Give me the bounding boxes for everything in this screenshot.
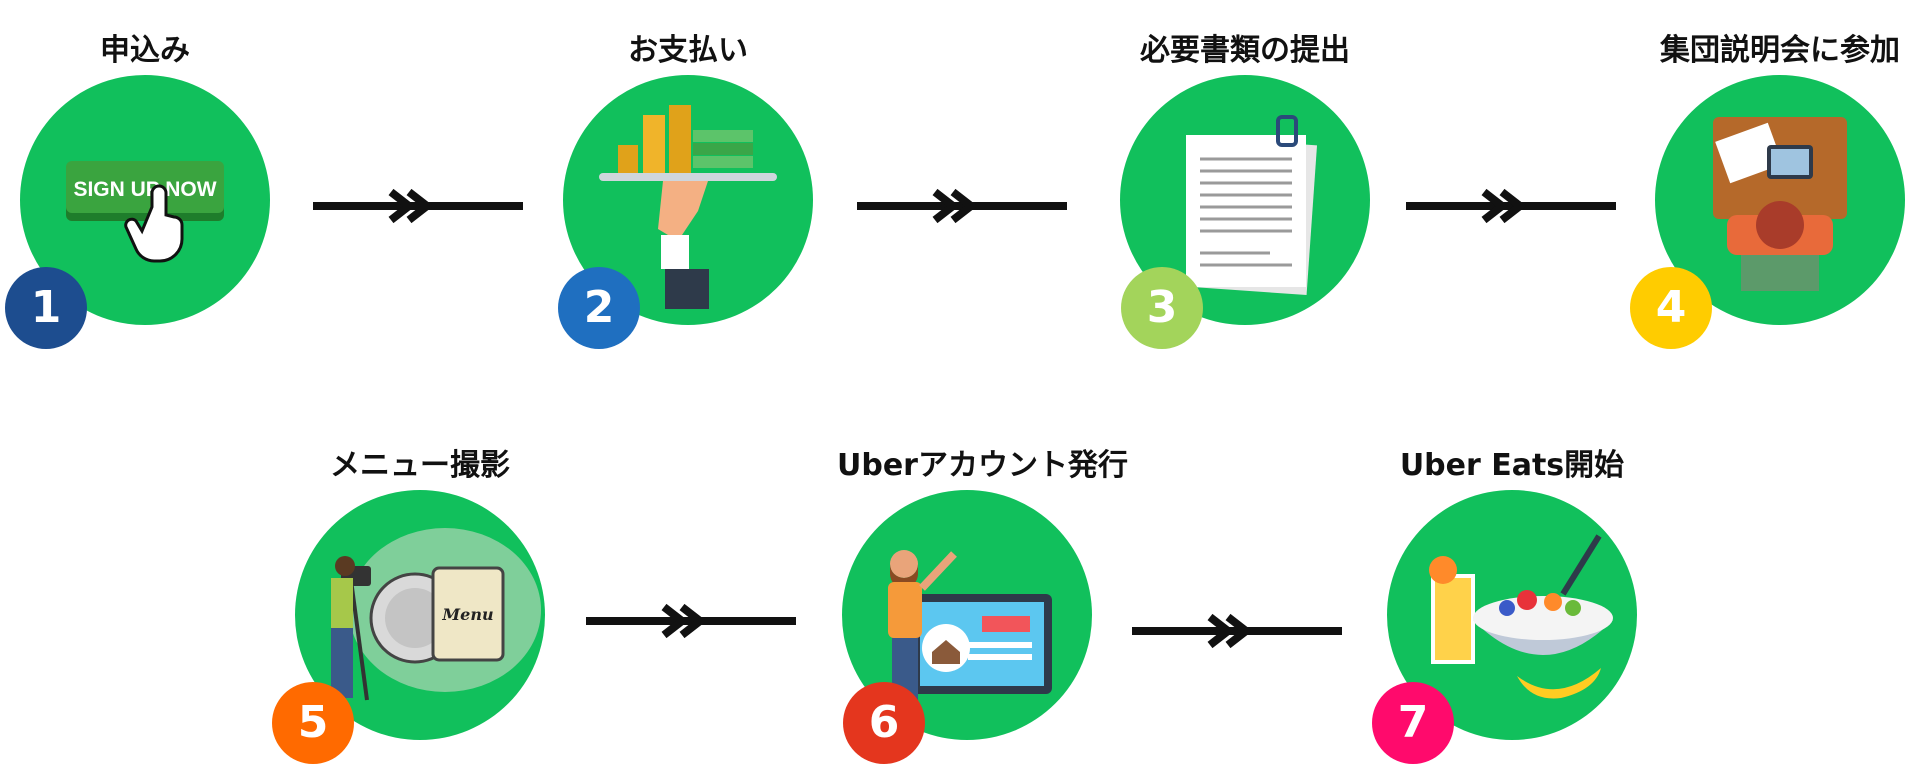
button-text: SIGN UP NOW bbox=[73, 178, 216, 201]
step-title: 必要書類の提出 bbox=[1140, 33, 1350, 68]
step-1: 申込み SIGN UP NOW 1 bbox=[5, 25, 275, 355]
flow-arrow bbox=[313, 186, 523, 226]
menu-text: Menu bbox=[441, 605, 493, 624]
step-number-badge: 1 bbox=[5, 267, 87, 349]
person-at-desk-icon bbox=[1713, 117, 1847, 291]
food-bowl-icon bbox=[1429, 534, 1613, 699]
step-number-badge: 7 bbox=[1372, 682, 1454, 764]
step-number-badge: 6 bbox=[843, 682, 925, 764]
step-title: 申込み bbox=[100, 33, 190, 68]
step-3: 必要書類の提出 3 bbox=[1115, 25, 1375, 355]
flow-arrow bbox=[1406, 186, 1616, 226]
step-title: メニュー撮影 bbox=[330, 448, 510, 483]
step-4: 集団説明会に参加 4 bbox=[1630, 25, 1910, 355]
step-number-badge: 3 bbox=[1121, 267, 1203, 349]
step-6: Uberアカウント発行 6 bbox=[837, 440, 1128, 770]
step-7: Uber Eats開始 7 bbox=[1372, 440, 1642, 770]
flow-arrow bbox=[586, 601, 796, 641]
step-5: メニュー撮影 Menu 5 bbox=[272, 440, 550, 770]
sign-up-button-icon: SIGN UP NOW bbox=[66, 161, 224, 263]
step-title: Uberアカウント発行 bbox=[837, 448, 1128, 483]
step-title: 集団説明会に参加 bbox=[1660, 33, 1900, 68]
account-screen-icon bbox=[888, 550, 1052, 708]
step-2: お支払い 2 bbox=[558, 25, 818, 355]
money-tray-icon bbox=[599, 105, 777, 309]
documents-icon bbox=[1186, 115, 1318, 296]
flow-arrow bbox=[1132, 611, 1342, 651]
step-number-badge: 2 bbox=[558, 267, 640, 349]
step-title: Uber Eats開始 bbox=[1399, 448, 1625, 483]
flow-arrow bbox=[857, 186, 1067, 226]
menu-photography-icon: Menu bbox=[331, 528, 541, 701]
step-title: お支払い bbox=[628, 33, 748, 68]
step-number-badge: 4 bbox=[1630, 267, 1712, 349]
step-number-badge: 5 bbox=[272, 682, 354, 764]
